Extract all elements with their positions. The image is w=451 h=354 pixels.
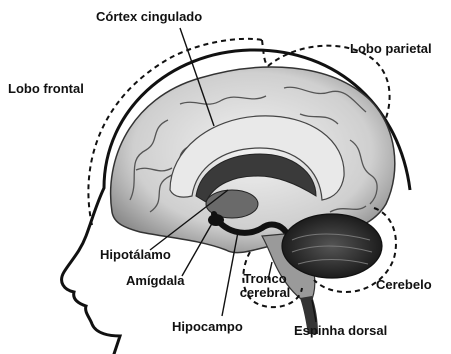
label-tronco-cerebral: Tronco cerebral [232,272,298,300]
label-hipocampo: Hipocampo [172,320,243,334]
label-espinha-dorsal: Espinha dorsal [294,324,387,338]
label-cortex-cingulado: Córtex cingulado [96,10,202,24]
label-cerebelo: Cerebelo [376,278,432,292]
label-tronco-cerebral-line1: Tronco [232,272,298,286]
label-lobo-frontal: Lobo frontal [8,82,84,96]
label-amigdala: Amígdala [126,274,185,288]
amygdala-structure [208,214,224,226]
label-lobo-parietal: Lobo parietal [350,42,432,56]
label-tronco-cerebral-line2: cerebral [232,286,298,300]
label-hipotalamo: Hipotálamo [100,248,171,262]
